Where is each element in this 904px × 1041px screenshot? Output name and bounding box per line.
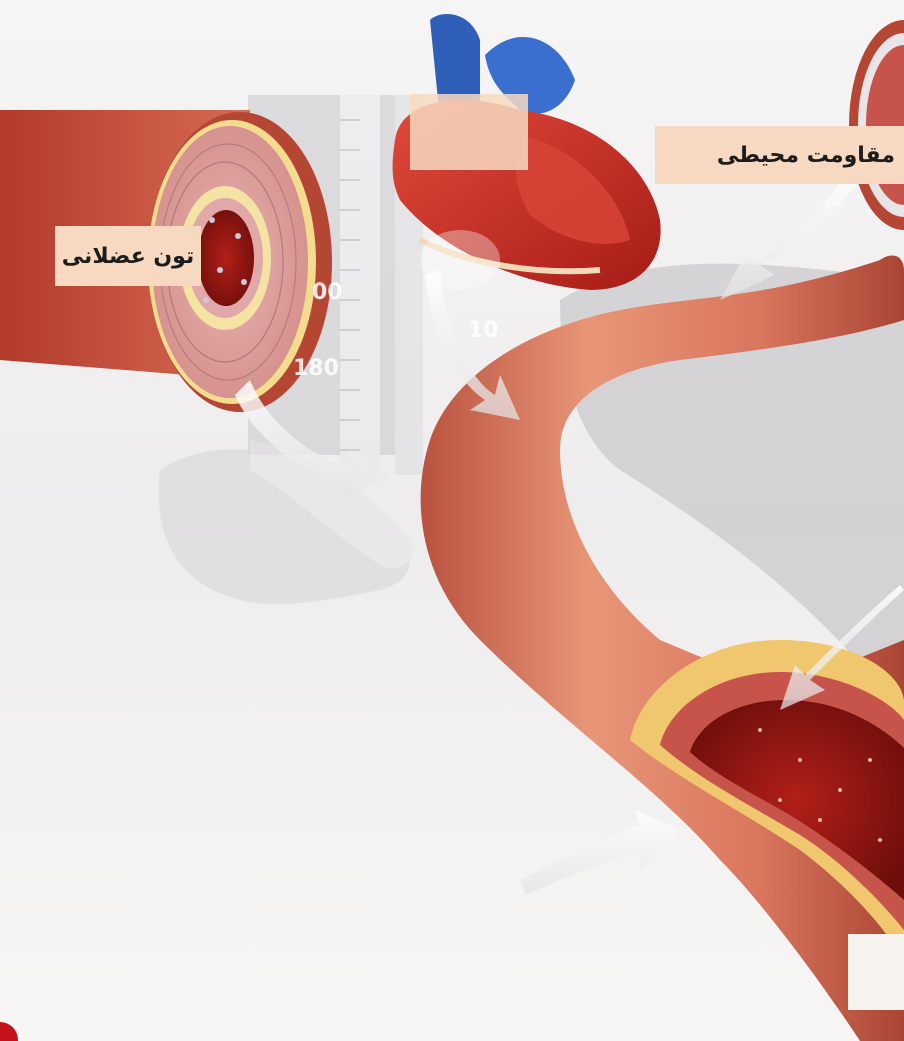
label-muscle-tone: تون عضلانی bbox=[55, 226, 201, 286]
scale-tick-180: 180 bbox=[293, 356, 339, 381]
label-bottom-blank bbox=[848, 934, 904, 1010]
label-muscle-tone-text: تون عضلانی bbox=[62, 244, 194, 269]
label-heart-blank bbox=[410, 94, 528, 170]
label-peripheral-resistance: مقاومت محیطی bbox=[655, 126, 904, 184]
label-peripheral-resistance-text: مقاومت محیطی bbox=[717, 143, 895, 168]
scale-tick-partial-right: 10 bbox=[468, 318, 499, 343]
scale-tick-partial-left: 00 bbox=[312, 280, 343, 305]
